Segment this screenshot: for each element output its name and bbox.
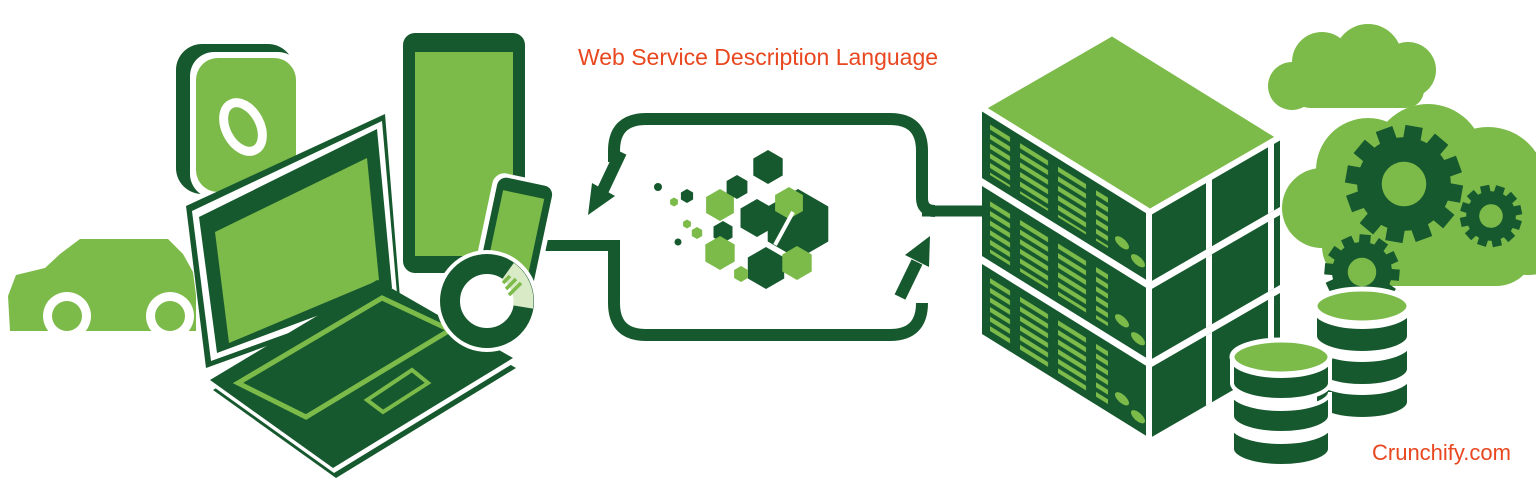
database-stack-icon-front: [1229, 337, 1333, 468]
camera-lens-icon: [219, 98, 267, 156]
outbound-arrow-icon: [894, 236, 930, 300]
camera-icon: [176, 44, 302, 198]
server-top-face: [979, 30, 1283, 215]
inbound-arrow-icon: [588, 149, 627, 215]
hexagon-cluster-icon: [654, 150, 829, 289]
small-cloud-icon: [1268, 24, 1436, 110]
car-icon: [8, 239, 196, 340]
server-front-face: [982, 108, 1150, 439]
server-rack-icon: [979, 30, 1283, 439]
laptop-screen: [215, 158, 379, 343]
smartwatch-icon: [436, 250, 538, 352]
laptop-icon: [186, 114, 516, 478]
server-side-face: [1150, 136, 1280, 438]
wifi-signal-icon: [501, 274, 523, 297]
page-title: Web Service Description Language: [577, 44, 939, 70]
laptop-trackpad: [363, 367, 432, 415]
watermark: Crunchify.com: [1372, 440, 1511, 465]
message-box-icon: [530, 113, 988, 341]
database-stack-icon-back: [1312, 286, 1412, 421]
smartwatch-band-strip: [501, 262, 534, 309]
